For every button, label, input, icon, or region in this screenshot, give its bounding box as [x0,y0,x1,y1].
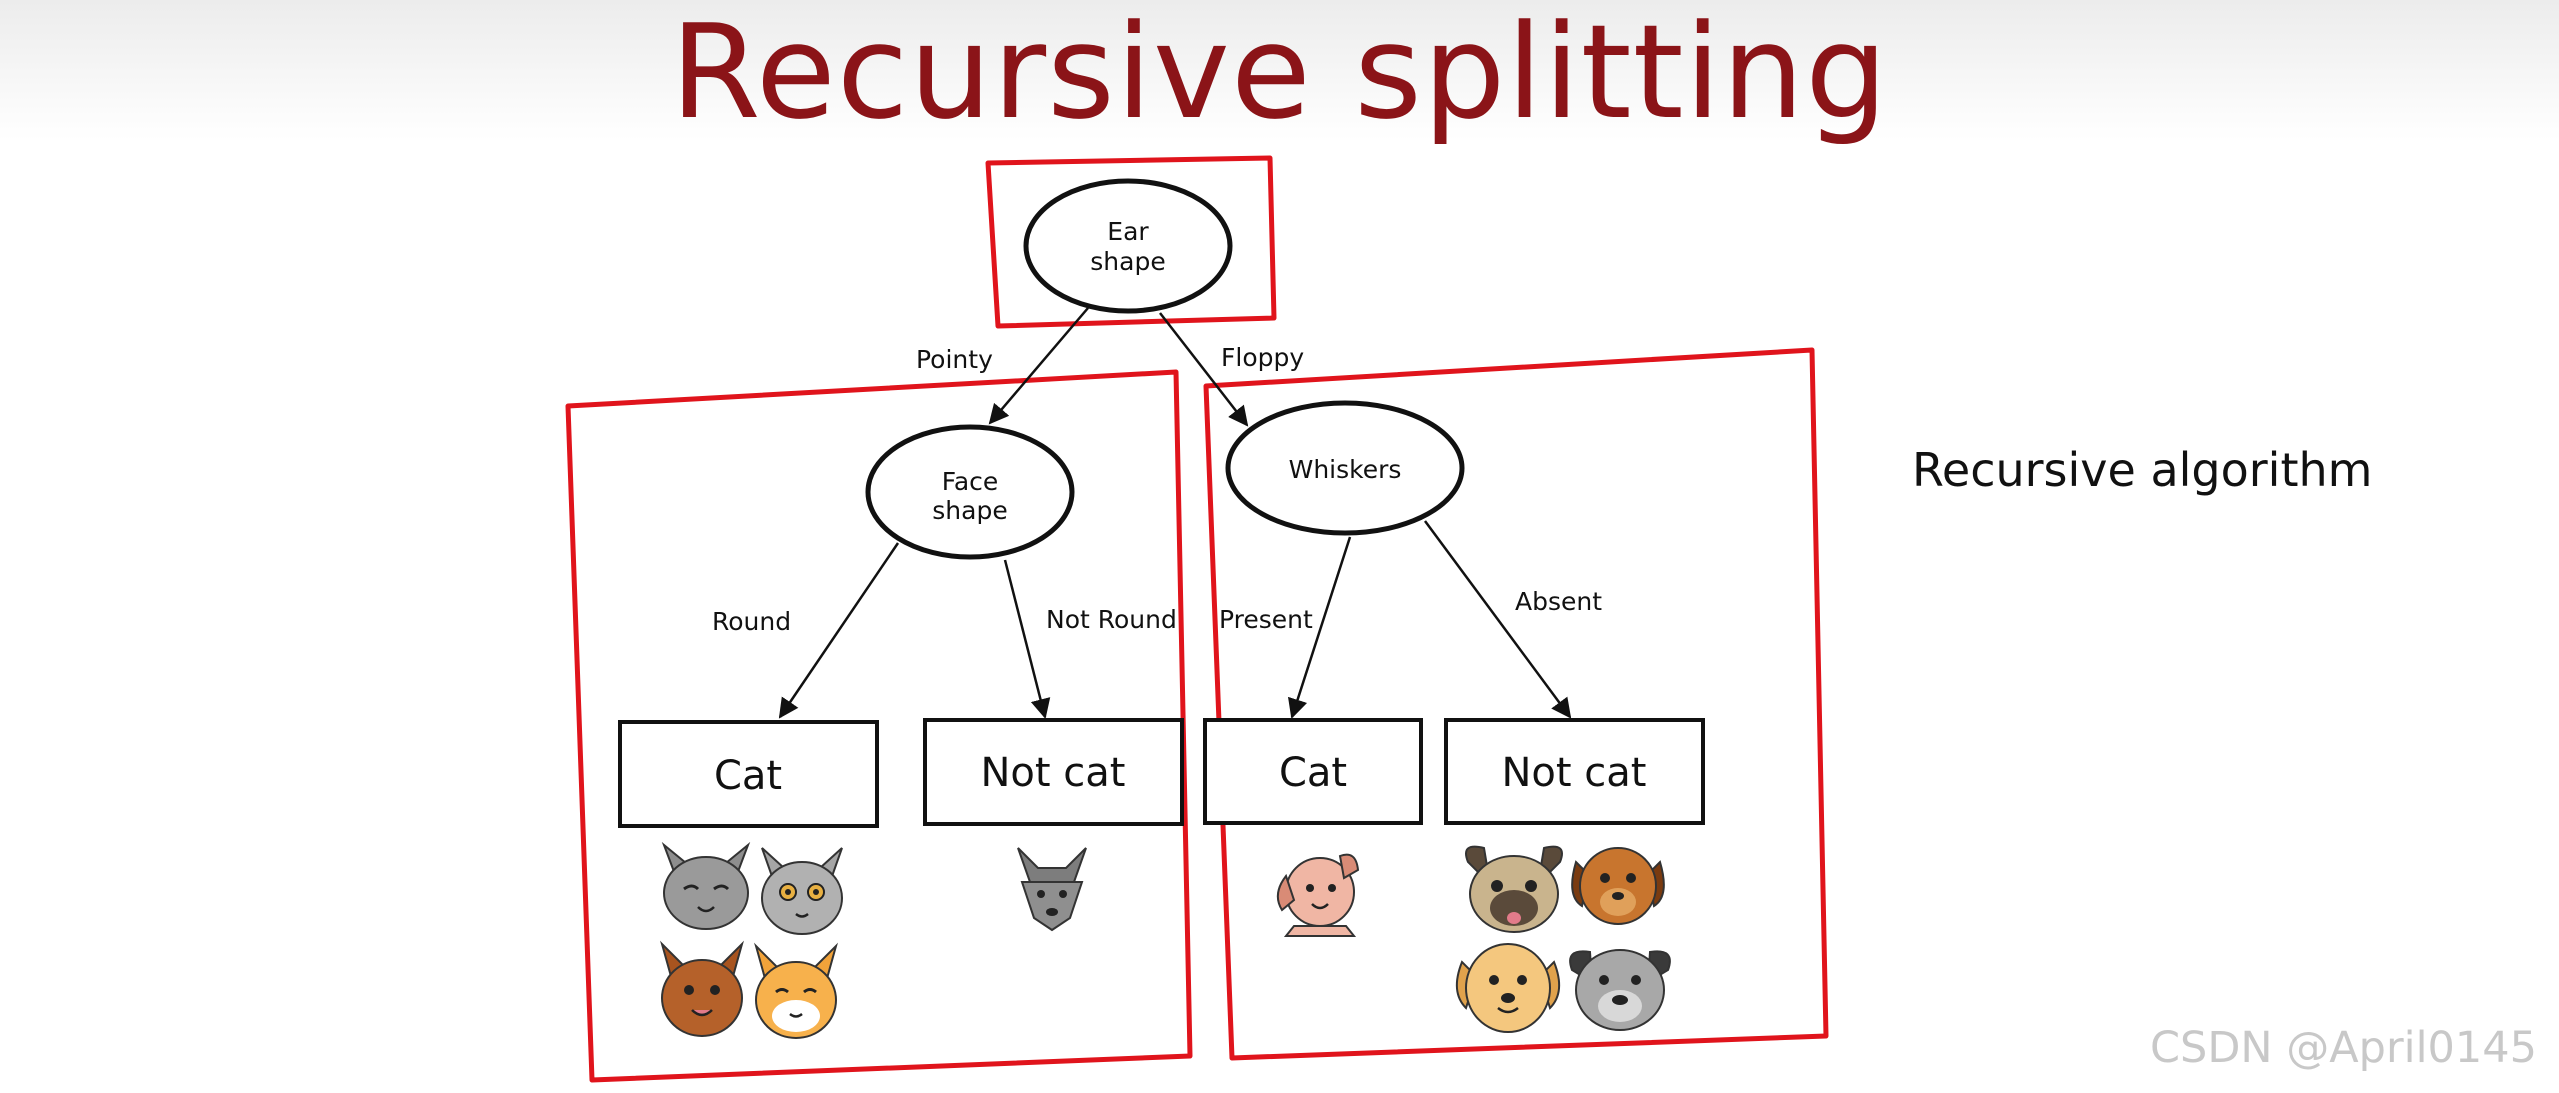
gray-cat-icon [661,841,751,930]
brown-cat-icon [660,940,744,1037]
edge-floppy [1159,312,1249,427]
pink-dog-icon [1276,853,1360,937]
edge-pointy [988,307,1089,425]
leaf-cat-right-label: Cat [1279,750,1347,796]
gray-cat-icon [761,847,843,935]
brown-dog-icon [1571,847,1665,925]
gray-dog-icon [1569,949,1671,1031]
edge-label-floppy: Floppy [1221,343,1304,372]
edge-label-not-round: Not Round [1046,605,1177,634]
edge-absent [1423,520,1572,719]
orange-cat-icon [754,942,838,1039]
highlight-box-left-subtree [565,369,1193,1083]
leaf-cat-left-label: Cat [714,753,782,799]
watermark: CSDN @April0145 [2150,1023,2537,1073]
node-face-shape-line2: shape [932,496,1007,525]
highlight-box-root [985,155,1277,329]
node-ear-shape: Ear shape [1023,178,1233,314]
title-bar-background [0,0,2559,140]
edge-label-round: Round [712,607,791,636]
edge-label-absent: Absent [1515,587,1602,616]
node-whiskers-label: Whiskers [1289,455,1402,484]
pug-dog-icon [1465,845,1563,933]
edge-label-pointy: Pointy [916,345,993,374]
node-ear-shape-line1: Ear [1107,217,1149,246]
leaf-cat-left: Cat [618,720,879,828]
highlight-box-right-subtree [1203,347,1829,1061]
leaf-not-cat-left-label: Not cat [981,750,1126,796]
node-face-shape-line1: Face [942,467,999,496]
leaf-cat-right: Cat [1203,718,1423,825]
edge-label-present: Present [1219,605,1313,634]
edge-round [778,542,900,719]
tan-dog-icon [1455,943,1561,1033]
leaf-not-cat-right: Not cat [1444,718,1705,825]
leaf-not-cat-left: Not cat [923,718,1184,826]
leaf-not-cat-right-label: Not cat [1502,750,1647,796]
node-whiskers: Whiskers [1225,400,1465,536]
node-ear-shape-line2: shape [1090,247,1165,276]
edge-not-round [1003,559,1051,719]
edge-present [1288,536,1352,719]
gray-dog-icon [1017,847,1087,932]
node-face-shape: Face shape [865,424,1075,560]
slide-title: Recursive splitting [670,0,1889,148]
side-label: Recursive algorithm [1912,443,2373,497]
